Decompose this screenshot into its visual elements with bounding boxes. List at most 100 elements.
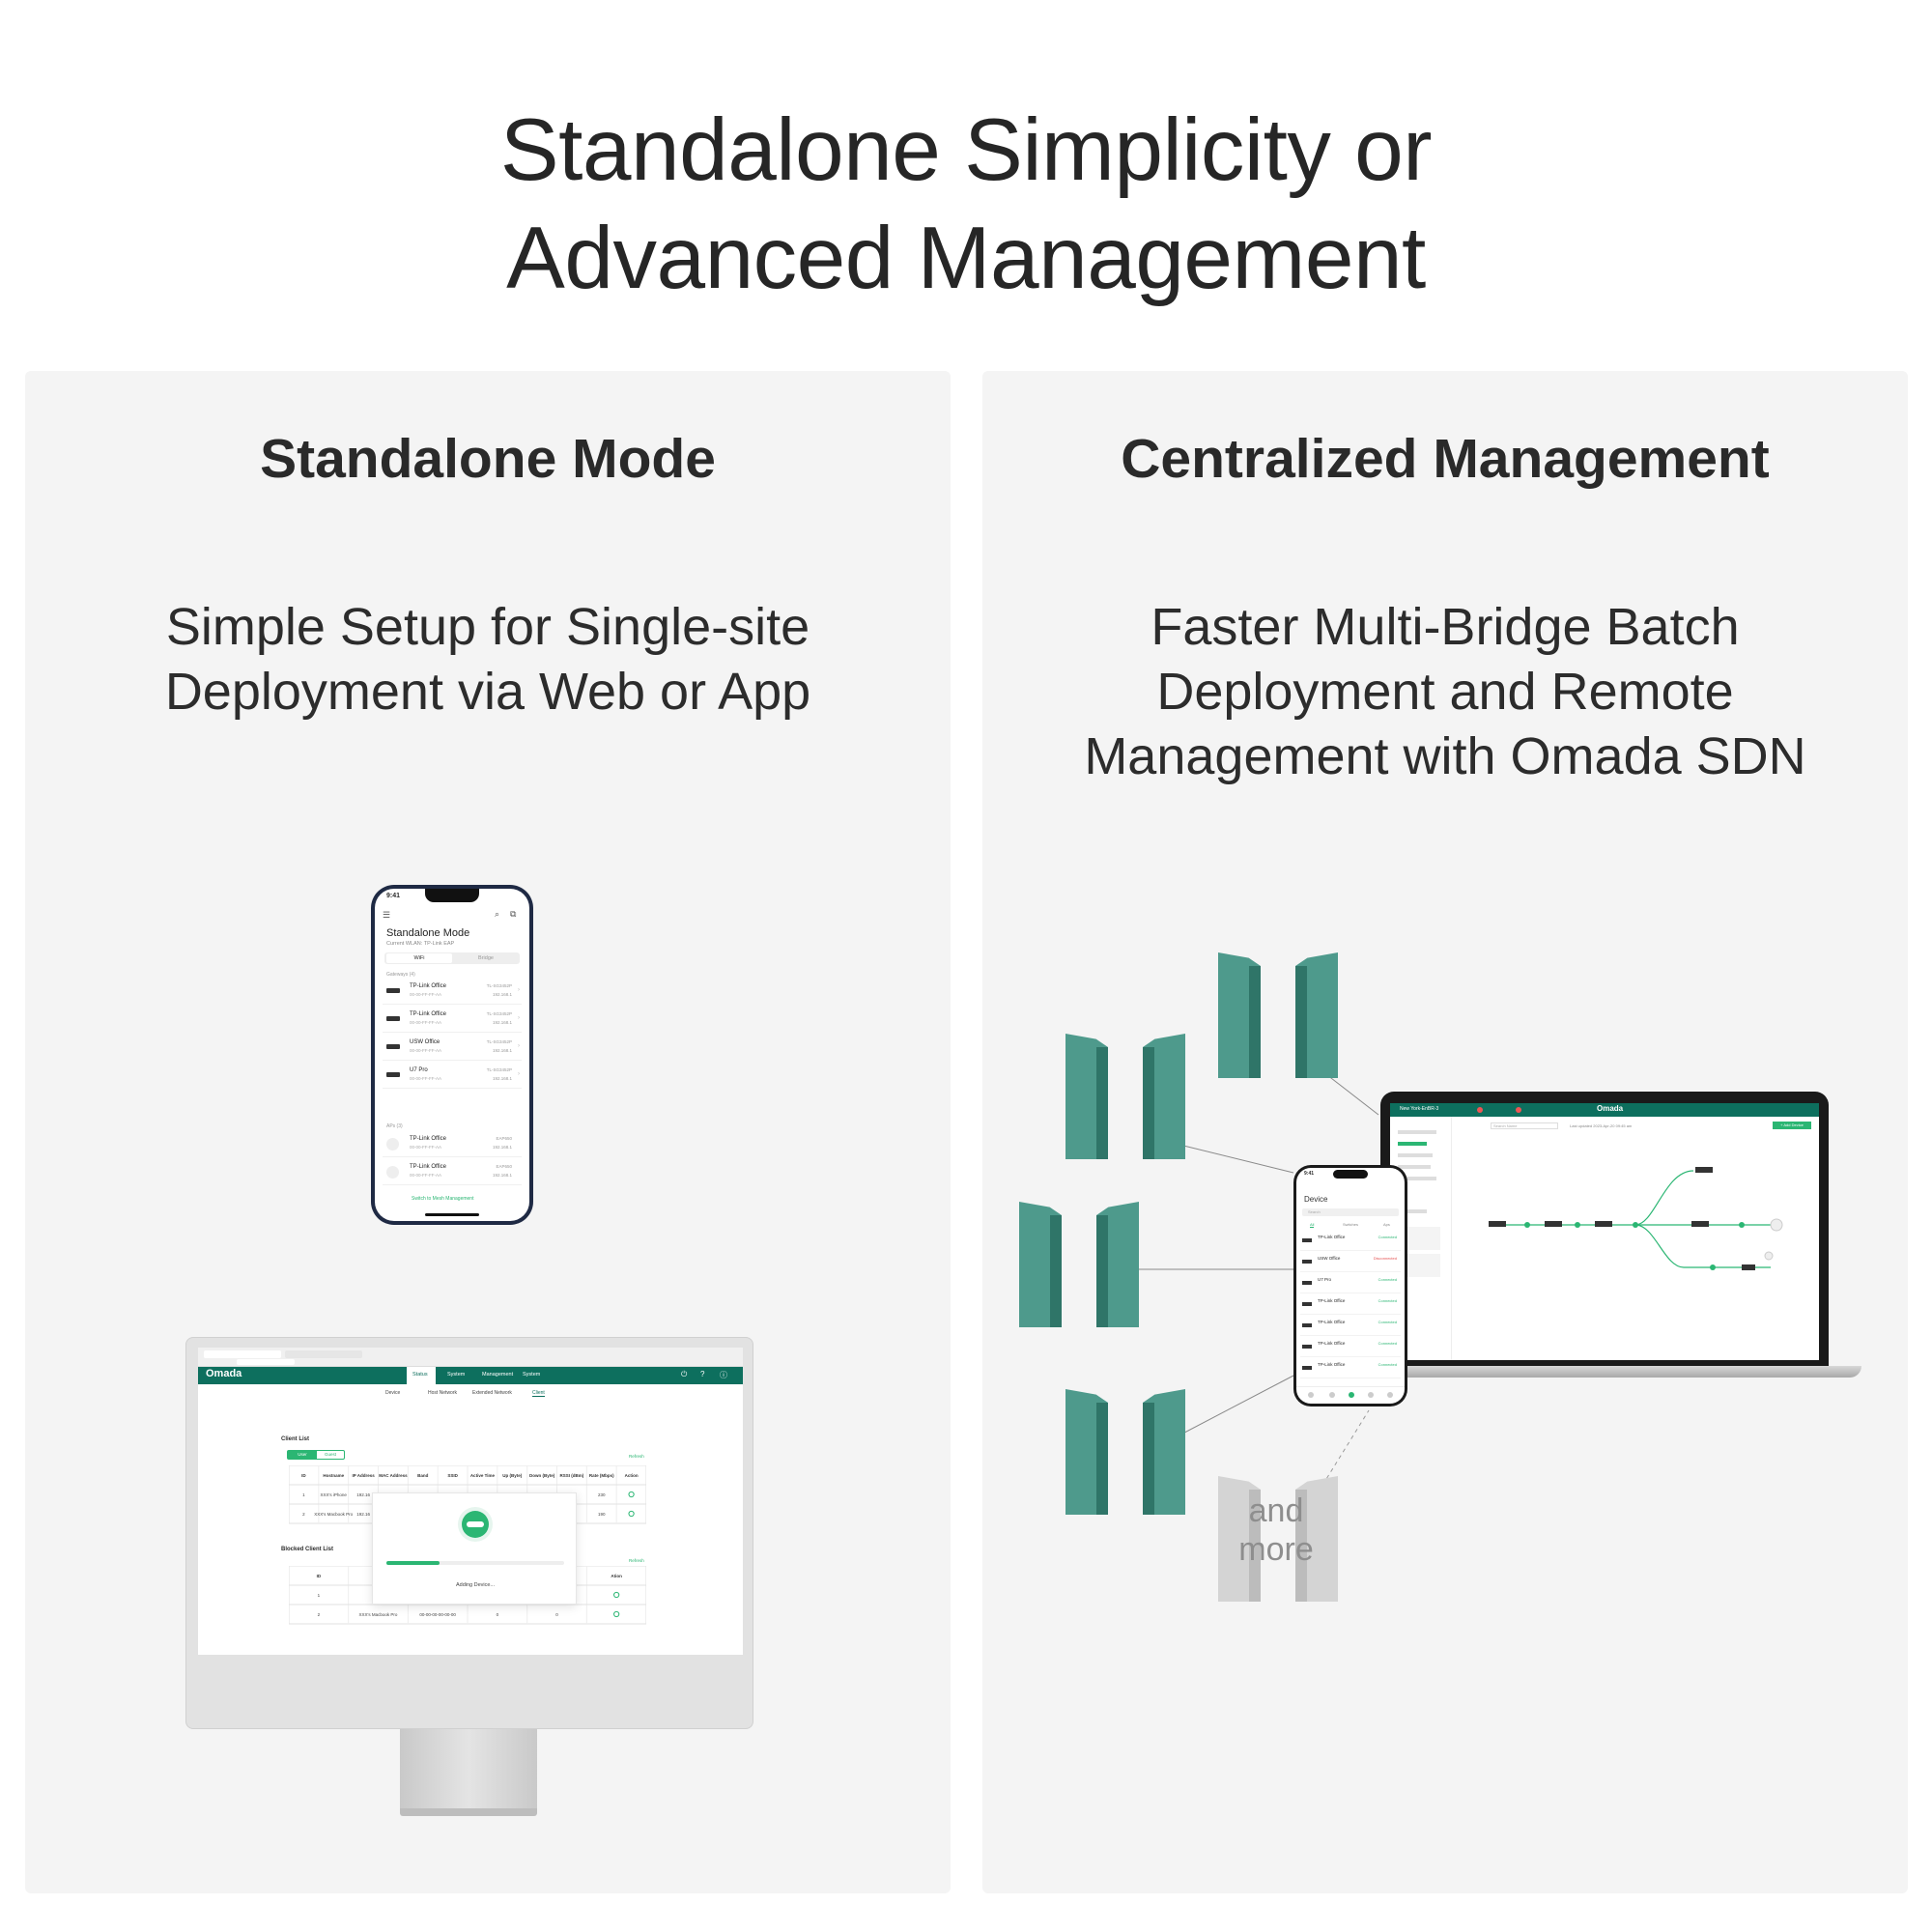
tab-wifi[interactable]: WiFi (386, 953, 452, 963)
right-tab-all[interactable]: All (1310, 1222, 1315, 1228)
search-icon[interactable]: ⌕ (495, 909, 500, 919)
bridge-device (1143, 1034, 1189, 1159)
user-guest-toggle[interactable]: User Guest (287, 1450, 345, 1460)
switch-icon[interactable]: ⧉ (510, 909, 517, 919)
adding-device-text: Adding Device... (455, 1582, 496, 1588)
row-action-icon[interactable] (628, 1491, 635, 1498)
table-cell: 192.16 (356, 1492, 370, 1497)
subnav-device[interactable]: Device (385, 1390, 401, 1396)
device-icon (386, 1072, 400, 1077)
device-mac: 00-00-FF-FF-AA (410, 1020, 442, 1025)
nav-status[interactable]: Status (412, 1372, 428, 1378)
right-device-status: Connected (1378, 1362, 1397, 1367)
table-header-cell: ID (317, 1574, 322, 1578)
page-title-line1: Standalone Simplicity or (499, 101, 1433, 199)
ap-icon (386, 1166, 399, 1179)
table-cell: 230 (598, 1492, 606, 1497)
info-icon[interactable]: ⓘ (720, 1371, 727, 1379)
right-device-name: USW Office (1318, 1256, 1341, 1261)
bridge-device (1065, 1034, 1112, 1159)
right-phone-search[interactable]: Search (1302, 1208, 1399, 1216)
laptop-search-input[interactable]: Search Name (1491, 1122, 1558, 1129)
table-cell: 192.16 (356, 1512, 370, 1517)
ap-name: TP-Link Office (410, 1164, 446, 1170)
refresh-button-2[interactable]: Refresh (629, 1558, 644, 1563)
table-header-cell: SSID (447, 1473, 458, 1478)
toggle-user[interactable]: User (288, 1451, 317, 1459)
device-model: TL-SG3452P (486, 1039, 512, 1044)
right-tab-switches[interactable]: Switches (1343, 1222, 1359, 1227)
mesh-management-link[interactable]: Switch to Mesh Management (412, 1196, 474, 1202)
row-action-icon[interactable] (613, 1610, 620, 1618)
chevron-right-icon: › (518, 1071, 520, 1077)
page-title: Standalone Simplicity or Advanced Manage… (0, 97, 1932, 313)
help-icon[interactable]: ? (700, 1370, 705, 1378)
right-tab-aps[interactable]: Aps (1383, 1222, 1390, 1227)
right-device-name: TP-Link Office (1318, 1341, 1346, 1346)
home-indicator (425, 1213, 479, 1216)
subnav-host-network[interactable]: Host Network (428, 1390, 458, 1396)
toggle-guest[interactable]: Guest (324, 1452, 336, 1457)
aps-label: APs (3) (386, 1123, 403, 1129)
centralized-subtitle: Faster Multi-Bridge Batch Deployment and… (982, 595, 1908, 789)
right-phone-tabbar (1296, 1386, 1405, 1404)
table-cell: 00-00-00-00-00-00 (419, 1612, 456, 1617)
right-device-status: Connected (1378, 1235, 1397, 1239)
monitor-screen: Omada Status System Management System ⏻ … (198, 1348, 743, 1655)
table-cell: 0 (555, 1612, 558, 1617)
right-device-icon (1302, 1366, 1312, 1370)
chevron-right-icon: › (518, 1043, 520, 1049)
add-device-button[interactable]: + Add Device (1773, 1122, 1811, 1129)
ap-mac: 00-00-FF-FF-AA (410, 1145, 442, 1150)
device-ip: 192.168.1 (492, 1020, 512, 1025)
nav-system[interactable]: System (447, 1372, 466, 1378)
refresh-button[interactable]: Refresh (629, 1454, 644, 1459)
menu-icon[interactable]: ☰ (383, 910, 391, 920)
row-action-icon[interactable] (628, 1510, 635, 1518)
bridge-side (1096, 1047, 1108, 1159)
tab-bridge[interactable]: Bridge (478, 955, 494, 961)
phone-heading: Standalone Mode (386, 927, 470, 939)
device-mac: 00-00-FF-FF-AA (410, 1076, 442, 1081)
right-device-name: U7 Pro (1318, 1277, 1332, 1282)
logout-icon[interactable]: ⏻ (681, 1370, 688, 1378)
site-selector[interactable]: New York-EnBR-3 (1400, 1106, 1439, 1112)
subnav-client[interactable]: Client (532, 1390, 545, 1397)
device-name: TP-Link Office (410, 1011, 446, 1017)
table-header-cell: Hostname (323, 1473, 344, 1478)
and-more-label: and more (1218, 1492, 1334, 1569)
device-icon (458, 1507, 493, 1542)
table-header-cell: Rate (Mbps) (589, 1473, 614, 1478)
subnav-extended-network[interactable]: Extended Network (472, 1390, 512, 1396)
device-name: U7 Pro (410, 1067, 428, 1073)
table-header-cell: Down (Byte) (529, 1473, 555, 1478)
nav-management[interactable]: Management (482, 1372, 514, 1378)
laptop-omada-logo: Omada (1597, 1104, 1624, 1113)
phone-notch (425, 889, 479, 902)
table-header-cell: IP Address (352, 1473, 375, 1478)
bridge-front (1154, 1395, 1185, 1515)
bridge-top (1218, 1476, 1261, 1490)
bridge-top (1019, 1202, 1062, 1215)
nav-system-2[interactable]: System (523, 1372, 541, 1378)
progress-track (386, 1561, 564, 1565)
right-device-icon (1302, 1238, 1312, 1242)
right-device-icon (1302, 1281, 1312, 1285)
row-action-icon[interactable] (613, 1591, 620, 1599)
bridge-side (1143, 1047, 1154, 1159)
right-device-icon (1302, 1302, 1312, 1306)
standalone-title: Standalone Mode (260, 428, 716, 490)
